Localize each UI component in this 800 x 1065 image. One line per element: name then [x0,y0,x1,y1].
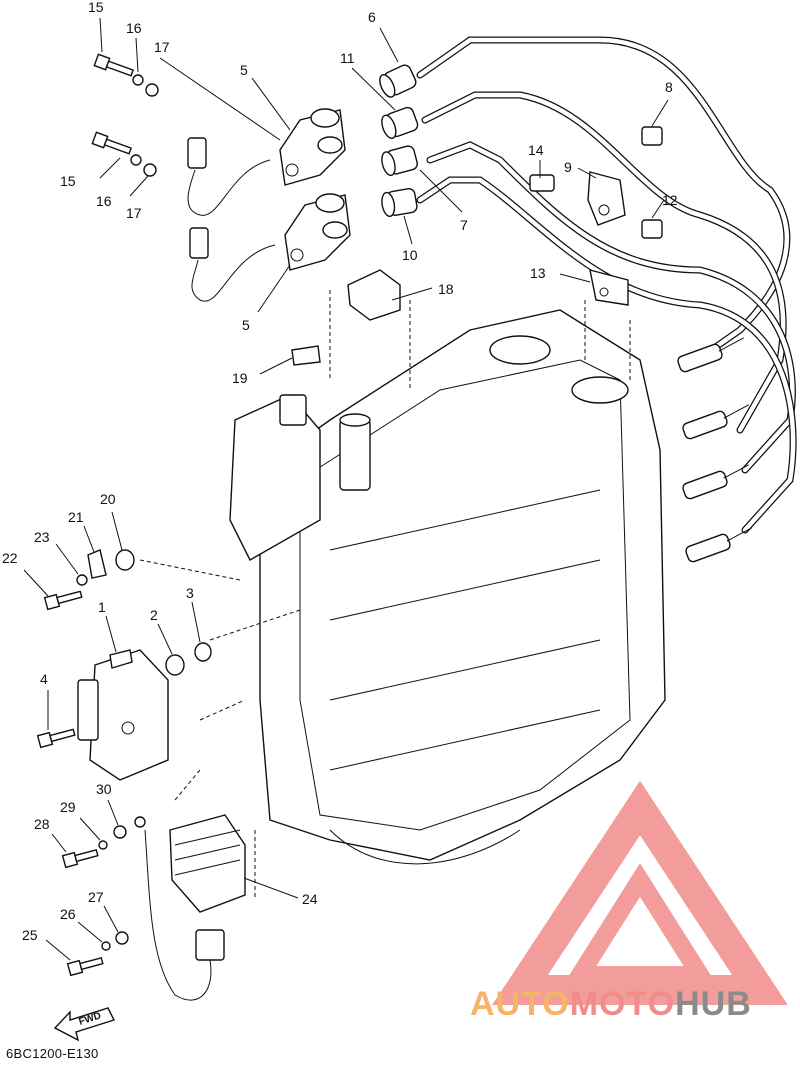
callout-22: 22 [2,550,18,566]
callout-8: 8 [665,79,673,95]
cdi-unit [77,649,169,781]
callout-20: 20 [100,491,116,507]
callout-17a: 17 [154,39,170,55]
rectifier-regulator [134,814,246,1001]
callout-17b: 17 [126,205,142,221]
callout-11: 11 [340,50,355,66]
callout-4: 4 [40,671,48,687]
callout-29: 29 [60,799,76,815]
spark-plug-caps [379,64,419,217]
watermark-part-moto: MOTO [569,985,676,1023]
callout-25: 25 [22,927,38,943]
callout-19: 19 [232,370,248,386]
callout-3: 3 [186,585,194,601]
callout-16b: 16 [96,193,112,209]
bracket-18 [291,269,401,366]
callout-6: 6 [368,9,376,25]
fwd-arrow-icon: FWD [53,1007,115,1042]
watermark-part-auto: AUTO [470,985,570,1023]
cable-clamps [529,126,663,306]
callout-labels: 15 16 17 6 5 11 8 15 16 17 14 9 12 7 10 … [2,0,678,943]
callout-26: 26 [60,906,76,922]
watermark-part-hub: HUB [675,985,752,1023]
callout-16a: 16 [126,20,142,36]
callout-23: 23 [34,529,50,545]
plug-terminals [677,337,752,563]
callout-12: 12 [662,192,678,208]
callout-10: 10 [402,247,418,263]
callout-24: 24 [302,891,318,907]
cdi-fasteners [36,549,212,749]
callout-9: 9 [564,159,572,175]
callout-7: 7 [460,217,468,233]
engine-block [229,309,666,865]
callout-13: 13 [530,265,546,281]
callout-28: 28 [34,816,50,832]
watermark-logo-icon [492,780,788,1005]
coil-bolts [91,53,159,177]
diagram-code: 6BC1200-E130 [6,1046,99,1061]
rectifier-fasteners [61,825,129,977]
callout-18: 18 [438,281,454,297]
callout-2: 2 [150,607,158,623]
leader-lines [23,17,669,961]
ignition-cables [416,36,797,534]
callout-15a: 15 [88,0,104,15]
guide-lines [139,290,631,900]
callout-5b: 5 [242,317,250,333]
callout-27: 27 [88,889,104,905]
callout-30: 30 [96,781,112,797]
watermark-text: AUTOMOTOHUB [470,985,752,1024]
callout-21: 21 [68,509,84,525]
callout-14: 14 [528,142,544,158]
callout-1: 1 [98,599,106,615]
ignition-coils [187,108,351,302]
callout-5a: 5 [240,62,248,78]
callout-15b: 15 [60,173,76,189]
